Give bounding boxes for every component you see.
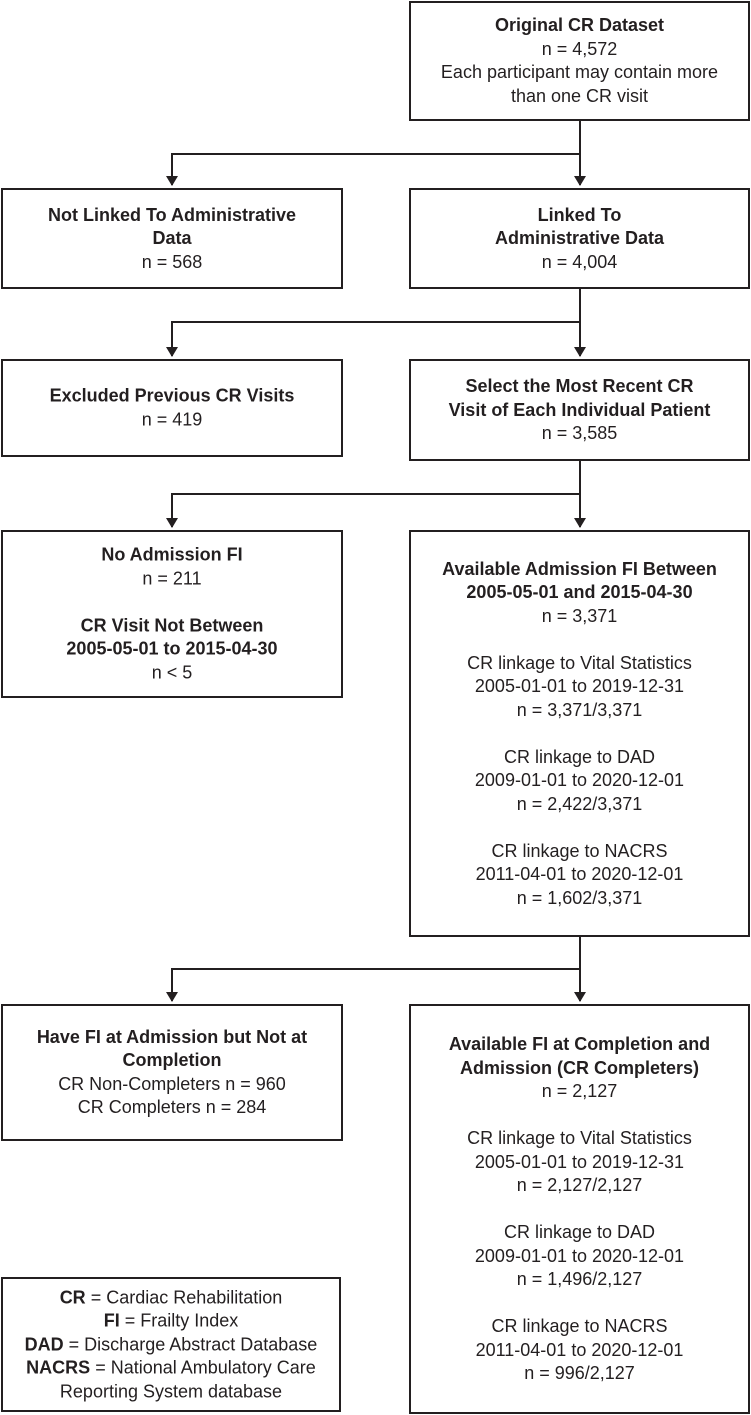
available-admission-fi-box: Available Admission FI Between 2005-05-0…: [409, 530, 750, 937]
box-subtitle: CR Visit Not Between: [80, 615, 264, 635]
linkage-count: n = 1,496/2,127: [516, 1268, 643, 1289]
arrow-linked-to-excluded: [166, 321, 580, 357]
box-count: n = 419: [141, 409, 203, 429]
linkage-range: 2009-01-01 to 2020-12-01: [474, 769, 685, 790]
linkage-label: CR linkage to Vital Statistics: [467, 652, 692, 673]
arrow-most-recent-to-no-fi: [166, 493, 580, 528]
box-note: Each participant may contain more: [440, 62, 719, 82]
linkage-label: CR linkage to DAD: [503, 1221, 656, 1242]
box-count: n = 2,127: [541, 1080, 618, 1101]
linkage-range: 2011-04-01 to 2020-12-01: [475, 863, 684, 884]
legend-definition: Reporting System database: [59, 1380, 283, 1401]
linkage-count: n = 2,127/2,127: [516, 1174, 643, 1195]
box-title: Have FI at Admission but Not at: [36, 1026, 308, 1047]
box-title: Not Linked To Administrative: [47, 204, 297, 225]
arrow-available-fi-to-not-completion: [166, 968, 580, 1002]
linkage-label: CR linkage to NACRS: [491, 1315, 668, 1336]
box-count: n < 5: [151, 662, 193, 682]
excluded-previous-box: Excluded Previous CR Visits n = 419: [1, 359, 343, 457]
box-count: n = 4,572: [541, 38, 618, 59]
linkage-label: CR linkage to NACRS: [491, 840, 668, 861]
box-count: n = 211: [142, 568, 202, 588]
box-subtitle: 2005-05-01 to 2015-04-30: [66, 638, 278, 659]
completers-count: CR Completers n = 284: [77, 1097, 267, 1117]
fi-admission-not-completion-box: Have FI at Admission but Not at Completi…: [1, 1004, 343, 1141]
box-title: No Admission FI: [101, 544, 243, 565]
box-title: Select the Most Recent CR: [465, 375, 694, 396]
no-admission-fi-box: No Admission FI n = 211 CR Visit Not Bet…: [1, 530, 343, 698]
linkage-range: 2011-04-01 to 2020-12-01: [475, 1339, 684, 1360]
legend-entry-cr: CR = Cardiac Rehabilitation: [3, 1286, 339, 1310]
abbreviation-legend: CR = Cardiac Rehabilitation FI = Frailty…: [1, 1277, 341, 1412]
box-count: n = 3,585: [541, 422, 618, 443]
linkage-range: 2005-01-01 to 2019-12-31: [474, 1151, 685, 1172]
box-title: Linked To: [537, 204, 622, 225]
legend-definition: = Discharge Abstract Database: [63, 1333, 318, 1354]
legend-abbr: FI: [103, 1310, 120, 1331]
most-recent-visit-box: Select the Most Recent CR Visit of Each …: [409, 359, 750, 461]
non-completers-count: CR Non-Completers n = 960: [58, 1073, 286, 1094]
linkage-range: 2005-01-01 to 2019-12-31: [474, 675, 685, 696]
linkage-count: n = 3,371/3,371: [516, 699, 643, 720]
original-dataset-box: Original CR Dataset n = 4,572 Each parti…: [409, 1, 750, 121]
box-count: n = 3,371: [541, 605, 618, 626]
linkage-label: CR linkage to Vital Statistics: [467, 1127, 692, 1148]
box-note: than one CR visit: [510, 85, 649, 106]
linkage-count: n = 1,602/3,371: [516, 887, 643, 908]
linkage-range: 2009-01-01 to 2020-12-01: [474, 1245, 685, 1266]
linked-box: Linked To Administrative Data n = 4,004: [409, 188, 750, 289]
box-title: 2005-05-01 and 2015-04-30: [466, 581, 693, 602]
legend-abbr: DAD: [24, 1333, 64, 1354]
box-title: Available FI at Completion and: [448, 1033, 711, 1054]
legend-entry-fi: FI = Frailty Index: [3, 1309, 339, 1333]
legend-entry-dad: DAD = Discharge Abstract Database: [3, 1333, 339, 1357]
box-title: Visit of Each Individual Patient: [448, 399, 711, 420]
box-count: n = 4,004: [541, 251, 618, 272]
linkage-count: n = 2,422/3,371: [516, 793, 643, 814]
fi-completion-admission-box: Available FI at Completion and Admission…: [409, 1004, 750, 1414]
box-title: Completion: [122, 1050, 222, 1070]
box-title: Administrative Data: [494, 227, 665, 248]
legend-entry-nacrs-cont: Reporting System database: [3, 1380, 339, 1404]
legend-abbr: CR: [59, 1286, 86, 1307]
box-title: Excluded Previous CR Visits: [49, 385, 295, 406]
linkage-count: n = 996/2,127: [524, 1362, 635, 1383]
box-title: Admission (CR Completers): [459, 1057, 700, 1078]
box-count: n = 568: [141, 251, 203, 272]
linkage-label: CR linkage to DAD: [503, 746, 656, 767]
arrow-original-to-not-linked: [166, 153, 580, 186]
box-title: Data: [152, 227, 192, 248]
legend-definition: = Cardiac Rehabilitation: [85, 1286, 283, 1307]
not-linked-box: Not Linked To Administrative Data n = 56…: [1, 188, 343, 289]
box-title: Original CR Dataset: [494, 15, 665, 35]
legend-definition: = National Ambulatory Care: [90, 1357, 316, 1378]
legend-definition: = Frailty Index: [119, 1310, 239, 1331]
box-title: Available Admission FI Between: [442, 558, 717, 579]
legend-entry-nacrs: NACRS = National Ambulatory Care: [3, 1356, 339, 1380]
legend-abbr: NACRS: [26, 1357, 91, 1378]
